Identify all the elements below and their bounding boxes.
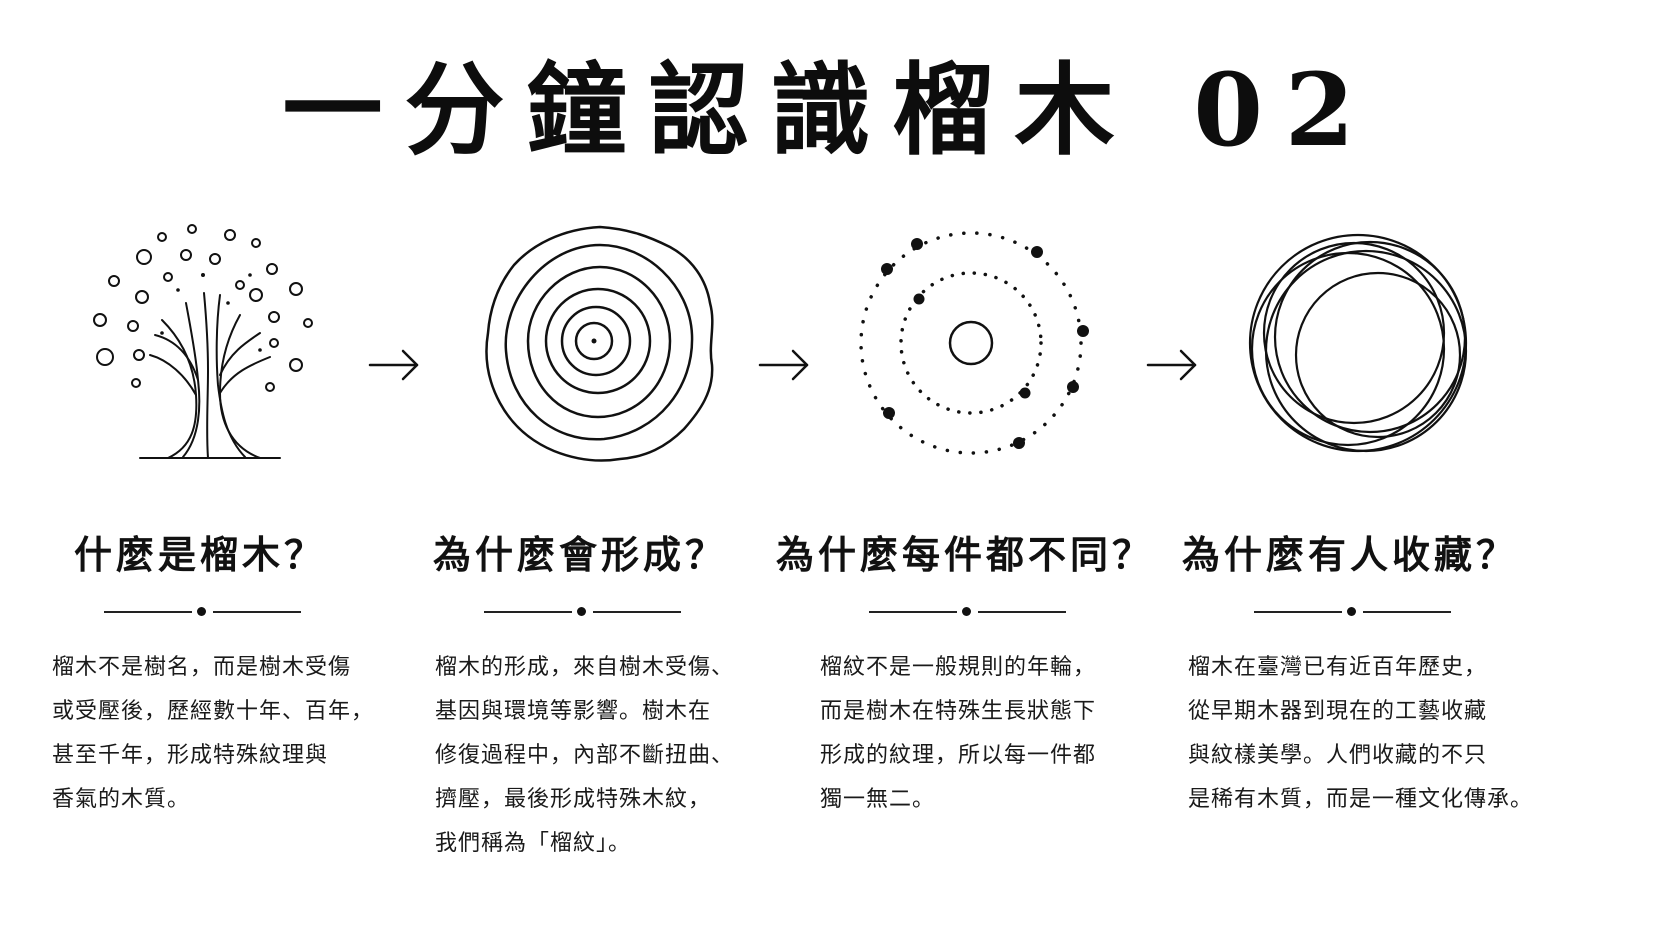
section-heading: 為什麼會形成？ bbox=[432, 532, 727, 577]
section-body: 榴木在臺灣已有近百年歷史， 從早期木器到現在的工藝收藏 與紋樣美學。人們收藏的不… bbox=[1188, 655, 1534, 812]
section-heading: 為什麼每件都不同？ bbox=[775, 532, 1154, 577]
tree-icon bbox=[93, 224, 313, 459]
tree-rings-icon bbox=[485, 225, 714, 462]
section-body: 榴木不是樹名，而是樹木受傷 或受壓後，歷經數十年、百年， 甚至千年，形成特殊紋理… bbox=[52, 655, 375, 812]
overlapping-circles-icon bbox=[1248, 233, 1468, 453]
section-body: 榴木的形成，來自樹木受傷、 基因與環境等影響。樹木在 修復過程中，內部不斷扭曲、… bbox=[435, 655, 735, 856]
section-unique: 為什麼每件都不同？ 榴紋不是一般規則的年輪， 而是樹木在特殊生長狀態下 形成的紋… bbox=[775, 530, 1155, 822]
section-heading: 為什麼有人收藏？ bbox=[1181, 532, 1518, 577]
arrow-right-icon bbox=[368, 349, 419, 381]
ornament-divider bbox=[1160, 602, 1540, 622]
dotted-rings-icon bbox=[859, 231, 1089, 455]
ornament-divider bbox=[10, 602, 390, 622]
ornament-divider bbox=[390, 602, 770, 622]
section-formation: 為什麼會形成？ 榴木的形成，來自樹木受傷、 基因與環境等影響。樹木在 修復過程中… bbox=[390, 530, 770, 866]
section-what-is: 什麼是榴木？ 榴木不是樹名，而是樹木受傷 或受壓後，歷經數十年、百年， 甚至千年… bbox=[10, 530, 390, 822]
section-collecting: 為什麼有人收藏？ 榴木在臺灣已有近百年歷史， 從早期木器到現在的工藝收藏 與紋樣… bbox=[1160, 530, 1540, 822]
arrow-right-icon bbox=[1146, 349, 1197, 381]
page-title: 一分鐘認識榴木 02 bbox=[282, 51, 1377, 169]
section-heading: 什麼是榴木？ bbox=[73, 532, 326, 577]
arrow-right-icon bbox=[758, 349, 809, 381]
section-body: 榴紋不是一般規則的年輪， 而是樹木在特殊生長狀態下 形成的紋理，所以每一件都 獨… bbox=[820, 655, 1097, 812]
ornament-divider bbox=[775, 602, 1155, 622]
